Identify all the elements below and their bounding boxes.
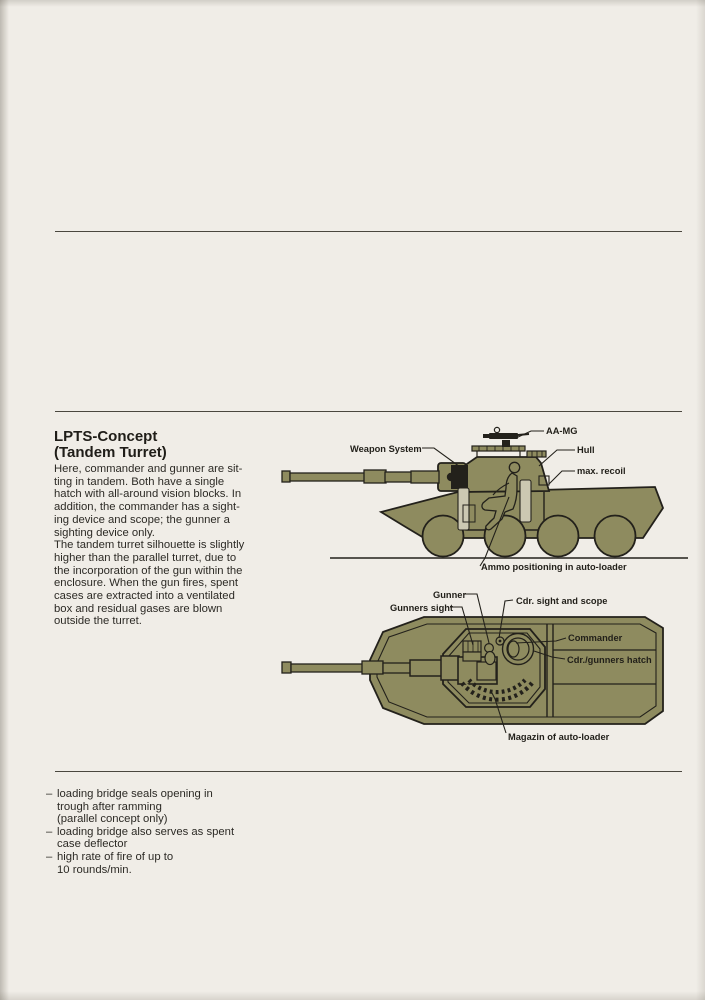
leader-aa-mg: [515, 430, 544, 439]
heading-line2: (Tandem Turret): [54, 443, 167, 461]
bullet-dash: –: [46, 788, 53, 800]
turret-interior: [451, 461, 532, 531]
heading-line1: LPTS-Concept: [54, 428, 158, 445]
turret-side: [459, 456, 551, 493]
gun-barrel-side: [281, 469, 440, 484]
body-paragraph: Here, commander and gunner are sit- ting…: [54, 463, 245, 628]
turret-top-inner-line: [447, 632, 541, 704]
leader-hull: [538, 449, 575, 467]
magazine-arc: [460, 678, 534, 702]
leader-weapon-system: [422, 447, 468, 473]
leader-magazin: [491, 692, 507, 734]
road-wheels: [421, 514, 637, 558]
label-gunner: Gunner: [433, 590, 466, 600]
rear-deck-panel-lines: [553, 649, 656, 685]
rear-deck-divider: [546, 624, 554, 717]
crew-figure: [481, 461, 521, 531]
leader-max-recoil: [548, 470, 575, 485]
horizontal-rule-middle: [55, 411, 682, 412]
tank-side-view-illustration: AA-MG Weapon System Hull max. recoil Amm…: [281, 426, 688, 572]
leader-cdr-gunners-hatch: [533, 650, 566, 660]
gunners-sight-assembly: [462, 640, 482, 662]
auto-loader-ram: [519, 479, 532, 523]
label-cdr-gunners-hatch: Cdr./gunners hatch: [567, 655, 652, 665]
leader-gunner: [464, 593, 490, 644]
bullet-item: – high rate of fire of up to 10 rounds/m…: [46, 851, 296, 876]
aa-mg-mount: [471, 426, 530, 457]
turret-top-view-illustration: Gunner Gunners sight Cdr. sight and scop…: [281, 590, 664, 742]
vehicle-diagrams: AA-MG Weapon System Hull max. recoil Amm…: [281, 426, 688, 742]
bullet-text: loading bridge seals opening in trough a…: [57, 788, 213, 826]
label-hull: Hull: [577, 445, 595, 455]
mg-body: [489, 433, 518, 439]
leader-commander: [515, 637, 567, 644]
loader-mechanism: [462, 504, 476, 523]
hatch-strip: [526, 450, 547, 458]
horizontal-rule-bottom: [55, 771, 682, 772]
side-view-leader-lines: [422, 430, 575, 567]
label-ammo-positioning: Ammo positioning in auto-loader: [481, 562, 627, 572]
recoil-marker: [538, 475, 550, 486]
commander-hatch: [501, 632, 535, 666]
hull-top-inner-line: [376, 623, 657, 718]
bullet-item: – loading bridge seals opening in trough…: [46, 788, 296, 826]
label-aa-mg: AA-MG: [546, 426, 578, 436]
bullet-dash: –: [46, 825, 53, 838]
breech-block: [451, 465, 468, 489]
leader-ammo-positioning: [479, 496, 510, 567]
label-commander: Commander: [568, 633, 623, 643]
mg-sight-ring: [493, 426, 501, 434]
bullet-dash: –: [46, 850, 53, 863]
label-weapon-system: Weapon System: [350, 444, 422, 454]
label-cdr-sight-scope: Cdr. sight and scope: [516, 596, 607, 606]
top-view-leader-lines: [450, 593, 567, 734]
label-magazin: Magazin of auto-loader: [508, 732, 610, 742]
bullet-text: loading bridge also serves as spent case…: [57, 825, 235, 851]
leader-cdr-sight: [498, 599, 514, 639]
section-heading: LPTS-Concept (Tandem Turret): [54, 429, 167, 460]
bullet-item: – loading bridge also serves as spent ca…: [46, 826, 296, 851]
label-max-recoil: max. recoil: [577, 466, 626, 476]
label-gunners-sight: Gunners sight: [390, 603, 453, 613]
leader-gunners-sight: [450, 606, 474, 646]
bullet-text: high rate of fire of up to 10 rounds/min…: [57, 850, 174, 876]
bullet-list: – loading bridge seals opening in trough…: [46, 788, 296, 876]
horizontal-rule-top: [55, 231, 682, 232]
gunner-position: [484, 642, 496, 666]
